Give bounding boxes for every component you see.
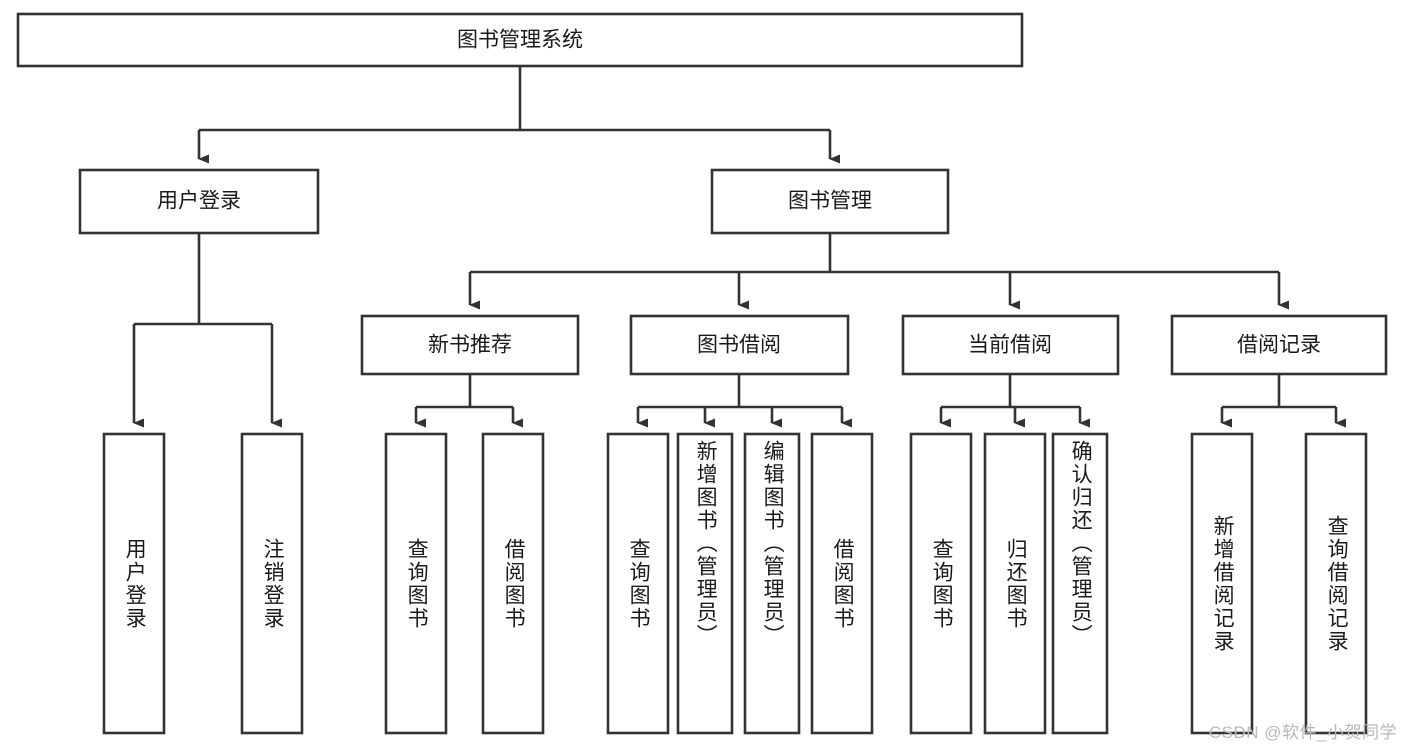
node-user-login[interactable]: 用户登录 xyxy=(78,168,320,235)
node-leaf-query-book-3-label: 查询图书 xyxy=(930,537,954,630)
node-leaf-add-book-label: 新增图书（管理员） xyxy=(694,440,718,647)
node-leaf-return-book[interactable]: 归还图书 xyxy=(983,432,1047,735)
node-leaf-add-book-box[interactable] xyxy=(676,432,734,735)
node-leaf-return-book-label: 归还图书 xyxy=(1004,537,1028,630)
connector-group-book-borrow xyxy=(636,374,852,428)
node-leaf-user-logout-label: 注销登录 xyxy=(261,537,285,630)
node-leaf-user-login-box[interactable] xyxy=(102,432,166,735)
node-leaf-borrow-book-2-label: 借阅图书 xyxy=(831,537,855,630)
node-leaf-query-book-3[interactable]: 查询图书 xyxy=(909,432,973,735)
node-new-book-rec-box[interactable] xyxy=(360,314,580,376)
node-leaf-confirm-return-box[interactable] xyxy=(1051,432,1109,735)
node-leaf-query-record-label: 查询借阅记录 xyxy=(1325,514,1349,653)
node-book-borrow[interactable]: 图书借阅 xyxy=(629,314,850,376)
node-leaf-query-book-3-box[interactable] xyxy=(909,432,973,735)
node-book-manage-label: 图书管理 xyxy=(788,190,872,213)
node-leaf-borrow-book-1[interactable]: 借阅图书 xyxy=(481,432,545,735)
connector-group-new-book-rec xyxy=(414,374,523,428)
node-borrow-record-label: 借阅记录 xyxy=(1237,334,1321,357)
connector-group-user-login xyxy=(132,233,282,428)
node-current-borrow-label: 当前借阅 xyxy=(968,334,1052,357)
node-leaf-query-book-1-label: 查询图书 xyxy=(405,537,429,630)
node-book-borrow-box[interactable] xyxy=(629,314,850,376)
node-leaf-user-logout[interactable]: 注销登录 xyxy=(240,432,304,735)
node-borrow-record-box[interactable] xyxy=(1170,314,1388,376)
node-leaf-query-book-2[interactable]: 查询图书 xyxy=(606,432,670,735)
connector-group-root xyxy=(197,66,840,164)
node-new-book-rec-label: 新书推荐 xyxy=(428,334,512,357)
node-leaf-borrow-book-2[interactable]: 借阅图书 xyxy=(810,432,874,735)
node-leaf-edit-book[interactable]: 编辑图书（管理员） xyxy=(743,432,801,735)
node-leaf-query-book-2-box[interactable] xyxy=(606,432,670,735)
node-book-manage[interactable]: 图书管理 xyxy=(710,168,950,235)
node-leaf-query-book-2-label: 查询图书 xyxy=(627,537,651,630)
node-root[interactable]: 图书管理系统 xyxy=(16,12,1024,68)
connector-group-book-manage xyxy=(468,233,1289,310)
node-borrow-record[interactable]: 借阅记录 xyxy=(1170,314,1388,376)
node-leaf-add-record-label: 新增借阅记录 xyxy=(1211,514,1235,653)
node-leaf-borrow-book-2-box[interactable] xyxy=(810,432,874,735)
node-leaf-add-record[interactable]: 新增借阅记录 xyxy=(1190,432,1254,735)
node-leaf-add-book[interactable]: 新增图书（管理员） xyxy=(676,432,734,735)
node-leaf-borrow-book-1-label: 借阅图书 xyxy=(502,537,526,630)
node-book-manage-box[interactable] xyxy=(710,168,950,235)
node-book-borrow-label: 图书借阅 xyxy=(697,334,781,357)
connector-group-current-borrow xyxy=(939,374,1090,428)
node-leaf-confirm-return-label: 确认归还（管理员） xyxy=(1069,440,1093,647)
node-root-box[interactable] xyxy=(16,12,1024,68)
node-leaf-edit-book-label: 编辑图书（管理员） xyxy=(761,440,785,647)
node-user-login-box[interactable] xyxy=(78,168,320,235)
node-user-login-label: 用户登录 xyxy=(157,190,241,213)
node-leaf-user-logout-box[interactable] xyxy=(240,432,304,735)
node-root-label: 图书管理系统 xyxy=(457,29,583,52)
node-leaf-edit-book-box[interactable] xyxy=(743,432,801,735)
node-leaf-user-login-label: 用户登录 xyxy=(123,537,147,630)
node-leaf-add-record-box[interactable] xyxy=(1190,432,1254,735)
node-current-borrow-box[interactable] xyxy=(901,314,1120,376)
connector-group-borrow-record xyxy=(1220,374,1346,428)
node-current-borrow[interactable]: 当前借阅 xyxy=(901,314,1120,376)
node-leaf-query-record[interactable]: 查询借阅记录 xyxy=(1304,432,1368,735)
node-leaf-query-book-1-box[interactable] xyxy=(384,432,448,735)
node-leaf-query-book-1[interactable]: 查询图书 xyxy=(384,432,448,735)
node-leaf-query-record-box[interactable] xyxy=(1304,432,1368,735)
node-leaf-user-login[interactable]: 用户登录 xyxy=(102,432,166,735)
node-leaf-return-book-box[interactable] xyxy=(983,432,1047,735)
node-leaf-confirm-return[interactable]: 确认归还（管理员） xyxy=(1051,432,1109,735)
node-new-book-rec[interactable]: 新书推荐 xyxy=(360,314,580,376)
node-leaf-borrow-book-1-box[interactable] xyxy=(481,432,545,735)
